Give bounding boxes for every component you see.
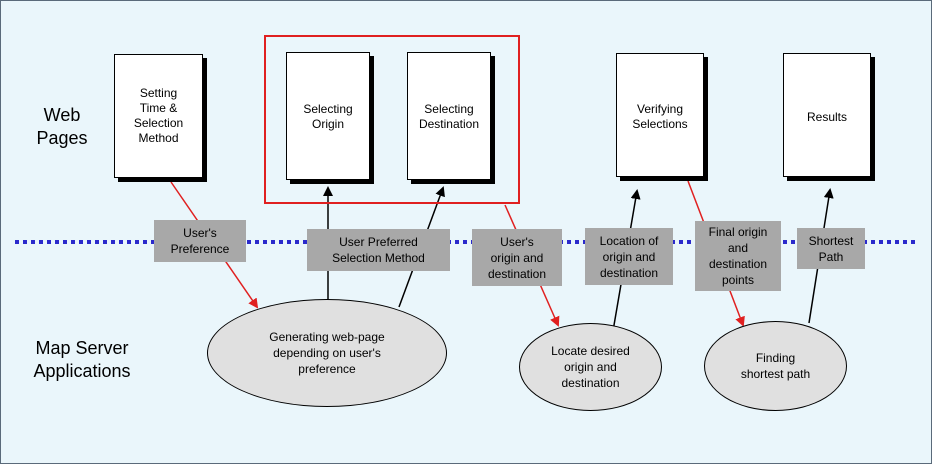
page-selecting-origin: Selecting Origin <box>286 52 370 180</box>
page-selecting-destination: Selecting Destination <box>407 52 491 180</box>
page-verifying-selections-label: Verifying Selections <box>632 102 688 131</box>
flow-shortest-path: Shortest Path <box>797 228 865 269</box>
page-selecting-destination-label: Selecting Destination <box>418 102 480 131</box>
flow-users-preference: User's Preference <box>154 220 246 262</box>
flow-users-origin-destination: User's origin and destination <box>472 229 562 286</box>
page-selecting-origin-label: Selecting Origin <box>303 102 353 131</box>
flow-user-preferred-method: User Preferred Selection Method <box>307 229 450 271</box>
page-results: Results <box>783 53 871 177</box>
flow-location-origin-destination: Location of origin and destination <box>585 228 673 285</box>
flow-final-points: Final origin and destination points <box>695 221 781 291</box>
process-locate-origin-destination: Locate desired origin and destination <box>519 323 662 411</box>
page-results-label: Results <box>806 110 847 124</box>
web-pages-label: Web Pages <box>36 105 88 148</box>
page-verifying-selections: Verifying Selections <box>616 53 704 177</box>
page-setting-time-label: Setting Time & Selection Method <box>133 86 184 145</box>
process-generating-web-page: Generating web-page depending on user's … <box>207 299 447 407</box>
origin-destination-group <box>264 35 520 204</box>
page-setting-time: Setting Time & Selection Method <box>114 54 203 178</box>
map-server-applications-label: Map Server Applications <box>33 338 131 381</box>
process-finding-shortest-path: Finding shortest path <box>704 321 847 411</box>
